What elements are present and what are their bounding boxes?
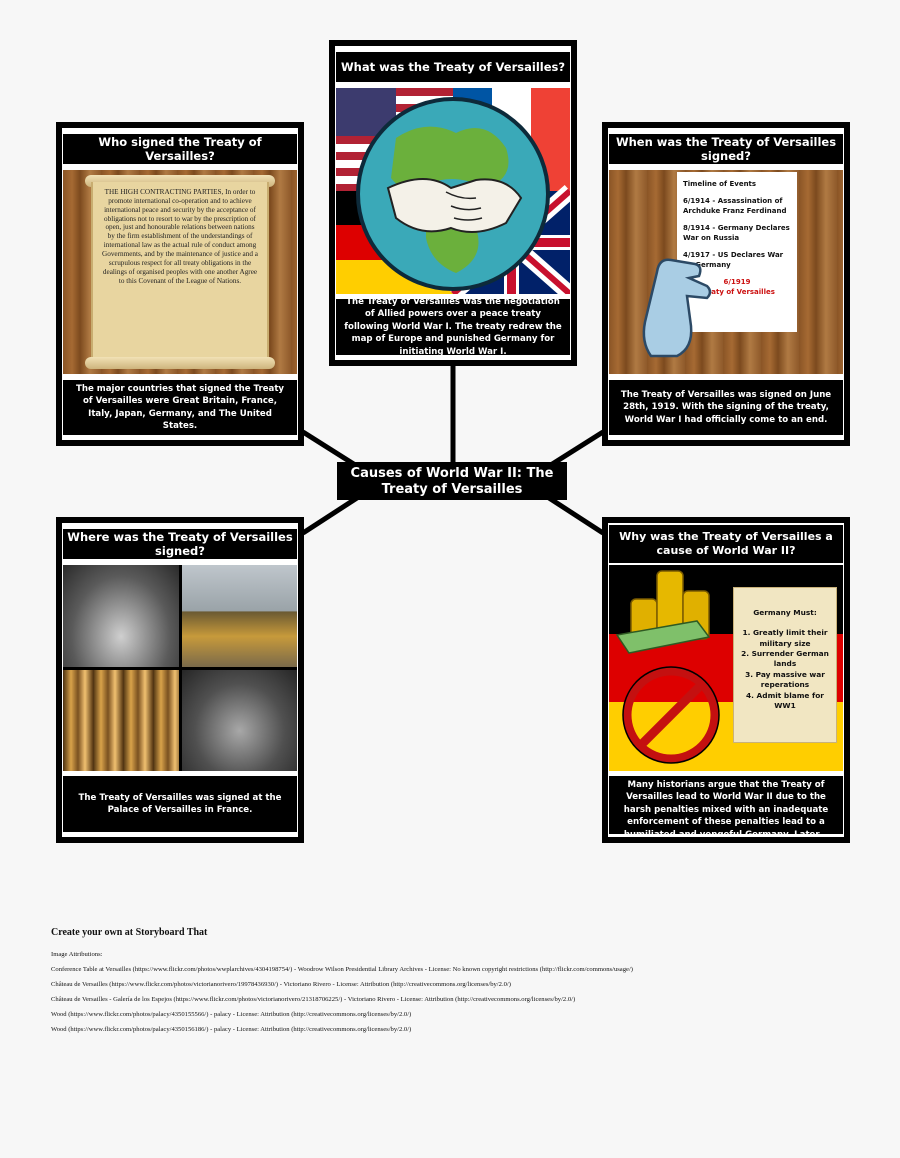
- cell-title: When was the Treaty of Versailles signed…: [609, 134, 843, 164]
- attribution-line: Wood (https://www.flickr.com/photos/pala…: [51, 1011, 412, 1018]
- attribution-line: Château de Versailles - Galería de los E…: [51, 996, 576, 1003]
- timeline-title: Timeline of Events: [683, 180, 757, 188]
- timeline-event: 8/1914 - Germany Declares War on Russia: [683, 224, 790, 242]
- cell-title: What was the Treaty of Versailles?: [336, 52, 570, 82]
- cell-why: Why was the Treaty of Versailles a cause…: [602, 517, 850, 843]
- demand-item: 3. Pay massive war reperations: [745, 669, 825, 690]
- treaty-scroll-image: THE HIGH CONTRACTING PARTIES, In order t…: [63, 170, 297, 374]
- timeline-event: 6/1914 - Assassination of Archduke Franz…: [683, 197, 787, 215]
- demand-item: 4. Admit blame for WW1: [746, 690, 824, 710]
- scroll-roll-bottom: [85, 357, 275, 369]
- cell-who: Who signed the Treaty of Versailles? THE…: [56, 122, 304, 446]
- attribution-line: Conference Table at Versailles (https://…: [51, 966, 633, 973]
- globe-handshake-illustration: [336, 88, 570, 294]
- attribution-line: Château de Versailles (https://www.flick…: [51, 981, 511, 988]
- prohibition-icon: [622, 666, 720, 764]
- timeline-highlight-date: 6/1919: [723, 278, 751, 287]
- center-title: Causes of World War II: The Treaty of Ve…: [337, 462, 567, 500]
- cell-caption: The Treaty of Versailles was the negotia…: [336, 299, 570, 355]
- demands-heading: Germany Must:: [753, 608, 817, 617]
- cell-caption: The Treaty of Versailles was signed on J…: [609, 380, 843, 435]
- covenant-text: THE HIGH CONTRACTING PARTIES, In order t…: [102, 188, 258, 285]
- connector-bottom-left: [301, 493, 362, 536]
- cell-what: What was the Treaty of Versailles?: [329, 40, 577, 366]
- demand-item: 2. Surrender German lands: [741, 649, 829, 669]
- cell-caption: The major countries that signed the Trea…: [63, 380, 297, 435]
- timeline-note: Timeline of Events 6/1914 - Assassinatio…: [677, 172, 797, 332]
- cell-caption: The Treaty of Versailles was signed at t…: [63, 776, 297, 832]
- parchment-scroll: [91, 182, 269, 362]
- conference-table-photo: [63, 565, 179, 667]
- demand-item: 1. Greatly limit their military size: [742, 628, 828, 648]
- money-icon: [615, 620, 711, 654]
- cell-when: When was the Treaty of Versailles signed…: [602, 122, 850, 446]
- versailles-gate-photo: [181, 565, 297, 667]
- signing-ceremony-photo: [181, 669, 297, 771]
- cell-caption: Many historians argue that the Treaty of…: [609, 776, 843, 834]
- demands-scroll: Germany Must: 1. Greatly limit their mil…: [733, 587, 837, 743]
- cell-title: Who signed the Treaty of Versailles?: [63, 134, 297, 164]
- attribution-line: Wood (https://www.flickr.com/photos/pala…: [51, 1026, 412, 1033]
- attributions-heading: Image Attributions:: [51, 951, 103, 958]
- timeline-image: Timeline of Events 6/1914 - Assassinatio…: [609, 170, 843, 374]
- hall-of-mirrors-photo: [63, 669, 179, 771]
- german-flag-image: Germany Must: 1. Greatly limit their mil…: [609, 565, 843, 771]
- flags-handshake-image: [336, 88, 570, 294]
- cell-where: Where was the Treaty of Versailles signe…: [56, 517, 304, 843]
- cell-title: Where was the Treaty of Versailles signe…: [63, 529, 297, 559]
- timeline-event: 4/1917 - US Declares War on Germany: [683, 251, 784, 269]
- hand-icon: [642, 258, 712, 358]
- timeline-highlight-event: Treaty of Versailles: [699, 287, 775, 296]
- versailles-photo-grid: [63, 565, 297, 771]
- cell-title: Why was the Treaty of Versailles a cause…: [609, 525, 843, 563]
- connector-bottom-right: [544, 493, 605, 536]
- storyboard-credit[interactable]: Create your own at Storyboard That: [51, 927, 208, 938]
